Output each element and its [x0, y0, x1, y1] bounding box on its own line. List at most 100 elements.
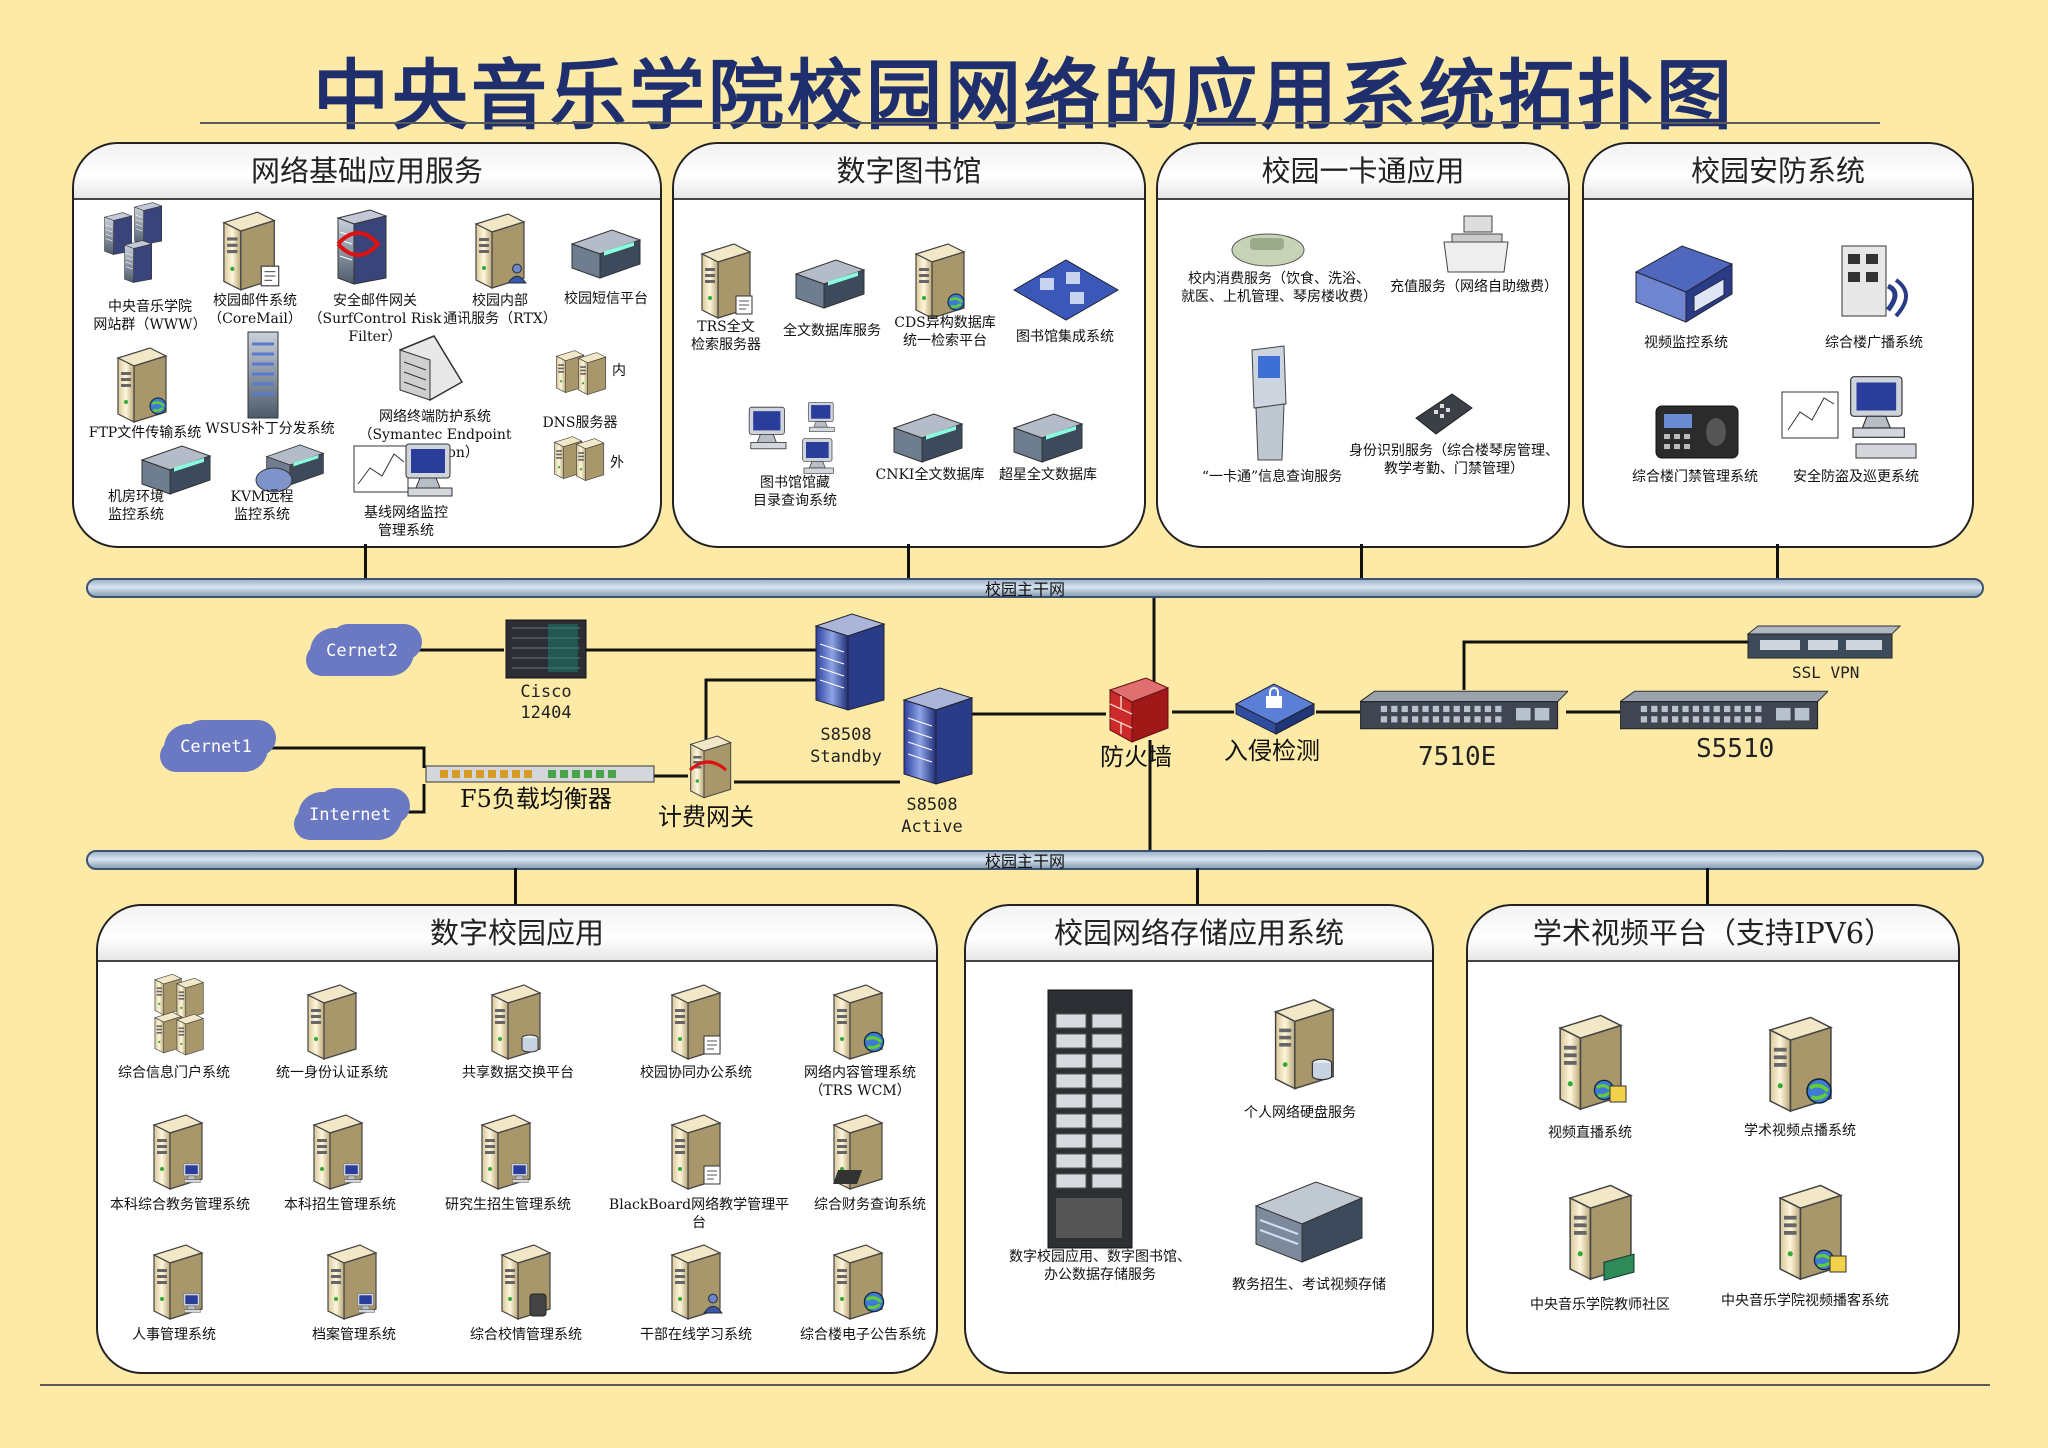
label-storage-cabinet: 数字校园应用、数字图书馆、 办公数据存储服务 [1009, 1249, 1191, 1283]
f5-balancer-icon [425, 765, 655, 783]
hr-icon [153, 1244, 203, 1320]
card-reader-icon [1415, 393, 1473, 435]
label-video-storage: 教务招生、考试视频存储 [1232, 1277, 1386, 1293]
label-video-podcast: 中央音乐学院视频播客系统 [1721, 1293, 1889, 1309]
ids-label: 入侵检测 [1224, 737, 1320, 765]
label-undergrad-admission: 本科招生管理系统 [284, 1197, 396, 1213]
video-podcast-icon [1779, 1184, 1847, 1280]
label-office: 校园协同办公系统 [640, 1065, 752, 1081]
f5-label: F5负载均衡器 [460, 785, 612, 813]
endpoint-protection-icon [398, 335, 464, 402]
panel-title: 校园一卡通应用 [1158, 144, 1568, 200]
label-wsus: WSUS补丁分发系统 [205, 421, 335, 437]
wcm-server-icon [833, 984, 886, 1060]
label-teacher-community: 中央音乐学院教师社区 [1530, 1297, 1670, 1313]
s8508-standby-label: S8508 Standby [810, 725, 882, 767]
label-anti-theft: 安全防盗及巡更系统 [1793, 469, 1919, 485]
baseline-monitor-icon [353, 443, 453, 497]
cisco-label: Cisco 12404 [520, 682, 572, 723]
diagram-title: 中央音乐学院校园网络的应用系统拓扑图 [313, 51, 1735, 140]
finance-icon [833, 1114, 883, 1190]
internet-label: Internet [309, 805, 391, 825]
label-chaoxing: 超星全文数据库 [999, 467, 1097, 483]
top-backbone-label: 校园主干网 [985, 580, 1066, 599]
label-dns: DNS服务器 [542, 415, 618, 431]
label-hr: 人事管理系统 [132, 1327, 216, 1343]
kiosk-icon [1251, 345, 1287, 461]
grad-admission-icon [481, 1114, 531, 1190]
teacher-community-icon [1569, 1184, 1635, 1281]
live-video-icon [1559, 1014, 1627, 1110]
kvm-monitor-icon [255, 444, 324, 493]
billing-label: 计费网关 [658, 803, 754, 831]
label-campus-info: 综合校情管理系统 [470, 1327, 582, 1343]
label-access-control: 综合楼门禁管理系统 [1632, 469, 1758, 485]
mail-gateway-icon [336, 209, 387, 285]
label-undergrad-edu: 本科综合教务管理系统 [110, 1197, 250, 1213]
campus-info-icon [501, 1244, 551, 1320]
label-ftp: FTP文件传输系统 [88, 425, 202, 441]
cadre-learning-icon [671, 1244, 723, 1320]
internet-cloud: Internet [298, 792, 402, 840]
label-baseline: 基线网络监控 管理系统 [364, 505, 448, 539]
label-cds: CDS异构数据库 统一检索平台 [894, 315, 996, 349]
link-video [1706, 868, 1709, 906]
label-rtx: 校园内部 通讯服务（RTX） [443, 293, 557, 327]
portal-server-icon [154, 973, 204, 1056]
ssl-vpn-label: SSL VPN [1792, 663, 1860, 682]
label-archive: 档案管理系统 [312, 1327, 396, 1343]
label-identity: 身份识别服务（综合楼琴房管理、 教学考勤、门禁管理） [1349, 443, 1559, 477]
label-broadcast: 综合楼广播系统 [1825, 335, 1923, 351]
cernet2-cloud: Cernet2 [310, 628, 414, 676]
storage-cabinet-icon [1047, 989, 1133, 1249]
label-identity-auth: 统一身份认证系统 [276, 1065, 388, 1081]
link-digital-library [907, 544, 910, 588]
top-backbone-bus [86, 578, 1984, 598]
panel-title: 校园网络存储应用系统 [966, 906, 1432, 962]
personal-disk-icon [1274, 999, 1334, 1090]
ssl-vpn-icon [1746, 625, 1902, 659]
billing-gateway-icon [689, 735, 732, 799]
panel-video-platform: 学术视频平台（支持IPV6） [1466, 904, 1960, 1374]
cernet2-label: Cernet2 [326, 641, 398, 661]
library-integrated-icon [1012, 259, 1120, 321]
cash-register-icon [1443, 215, 1509, 273]
switch-s5510-label: S5510 [1696, 734, 1775, 764]
switch-7510e-label: 7510E [1418, 742, 1497, 772]
pos-terminal-icon [1231, 233, 1305, 267]
bottom-backbone-bus [86, 850, 1984, 870]
access-control-icon [1655, 405, 1739, 459]
panel-title: 网络基础应用服务 [74, 144, 660, 200]
wsus-rack-icon [247, 331, 279, 419]
panel-title: 数字图书馆 [674, 144, 1144, 200]
panel-storage: 校园网络存储应用系统 [964, 904, 1434, 1374]
cernet1-label: Cernet1 [180, 737, 252, 757]
link-storage [1196, 868, 1199, 906]
label-video-surveillance: 视频监控系统 [1644, 335, 1728, 351]
label-kvm: KVM远程 监控系统 [230, 489, 294, 523]
cisco-router-icon [505, 619, 587, 679]
switch-s5510-icon [1620, 690, 1828, 730]
data-exchange-icon [491, 984, 541, 1060]
title-rule [200, 122, 1880, 124]
panel-title: 学术视频平台（支持IPV6） [1468, 906, 1958, 962]
undergrad-admission-icon [313, 1114, 363, 1190]
archive-icon [327, 1244, 377, 1320]
label-catalog: 图书馆馆藏 目录查询系统 [753, 475, 837, 509]
panel-security: 校园安防系统 [1582, 142, 1974, 548]
label-sms: 校园短信平台 [564, 291, 648, 307]
panel-campus-card: 校园一卡通应用 [1156, 142, 1570, 548]
label-grad-admission: 研究生招生管理系统 [445, 1197, 571, 1213]
e-bulletin-icon [833, 1244, 886, 1320]
cernet1-cloud: Cernet1 [164, 724, 268, 772]
vod-icon [1769, 1016, 1833, 1112]
link-campus-card [1360, 544, 1363, 588]
panel-title: 数字校园应用 [98, 906, 936, 962]
label-vod: 学术视频点播系统 [1744, 1123, 1856, 1139]
bottom-backbone-label: 校园主干网 [985, 852, 1066, 871]
blackboard-icon [671, 1114, 721, 1190]
undergrad-edu-icon [153, 1114, 203, 1190]
switch-7510e-icon [1360, 690, 1568, 730]
link-network-services [364, 544, 367, 588]
label-fulltext-db: 全文数据库服务 [783, 323, 881, 339]
